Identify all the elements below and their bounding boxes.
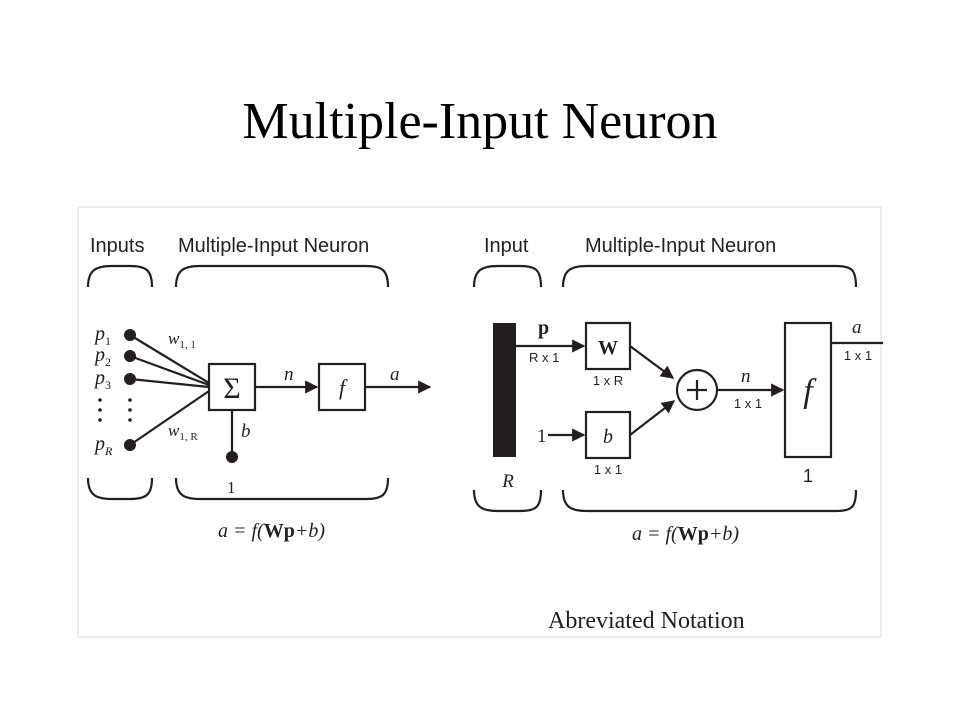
ellipsis-dot — [128, 398, 132, 402]
sum-symbol: Σ — [223, 372, 240, 405]
transfer-label-left: f — [339, 375, 348, 400]
input-bottom-brace — [472, 489, 543, 513]
input-line-r — [129, 390, 210, 446]
input-node-2 — [124, 350, 136, 362]
diagram-frame — [77, 206, 882, 638]
input-header: Input — [484, 235, 529, 257]
neuron-bottom-brace-right — [561, 489, 858, 513]
input-node-1 — [124, 329, 136, 341]
weight-matrix-label: W — [598, 337, 618, 359]
neuron-header-right: Multiple-Input Neuron — [585, 235, 776, 257]
weight-label-last: w1, R — [168, 421, 198, 443]
ellipsis-dot — [98, 418, 102, 422]
bias-node — [226, 451, 238, 463]
caption: Abreviated Notation — [548, 608, 745, 634]
weight-dim-label: 1 x R — [593, 373, 623, 388]
input-line-2 — [129, 354, 210, 387]
output-label-right: a — [852, 317, 862, 338]
output-dim-label: 1 x 1 — [844, 348, 872, 363]
net-label-right: n — [741, 366, 751, 387]
inputs-top-brace — [86, 264, 154, 288]
slide-title: Multiple-Input Neuron — [242, 93, 718, 150]
weight-to-sum-arrow — [629, 345, 675, 379]
input-dim-label: R x 1 — [529, 350, 559, 365]
input-vector-bar — [493, 323, 516, 457]
ellipsis-dot — [128, 408, 132, 412]
input-size-label: R — [501, 471, 514, 492]
bias-input-left: 1 — [227, 478, 236, 497]
input-label-2: p2 — [93, 344, 111, 369]
bias-dim-label: 1 x 1 — [594, 462, 622, 477]
bias-label-right: b — [603, 426, 613, 448]
input-node-3 — [124, 373, 136, 385]
input-label-1: p1 — [93, 323, 111, 348]
bias-label-left: b — [241, 421, 251, 442]
transfer-function-box-right — [783, 321, 833, 459]
net-label-left: n — [284, 364, 294, 385]
bias-input-right: 1 — [537, 426, 547, 447]
ellipsis-dot — [128, 418, 132, 422]
input-top-brace — [472, 264, 543, 288]
weight-label-first: w1, 1 — [168, 329, 196, 351]
equation-left: a = f(Wp+b) — [218, 520, 325, 542]
input-vector-label: p — [538, 317, 549, 339]
input-node-r — [124, 439, 136, 451]
transfer-size-label: 1 — [803, 466, 813, 486]
input-line-3 — [129, 377, 210, 389]
equation-right: a = f(Wp+b) — [632, 523, 739, 545]
neuron-header-left: Multiple-Input Neuron — [178, 235, 369, 257]
neuron-bottom-brace — [174, 477, 390, 501]
ellipsis-dot — [98, 398, 102, 402]
input-label-r: pR — [93, 433, 113, 458]
input-line-1 — [129, 334, 210, 384]
neuron-top-brace-right — [561, 264, 858, 288]
neuron-top-brace — [174, 264, 390, 288]
output-label-left: a — [390, 364, 400, 385]
ellipsis-dot — [98, 408, 102, 412]
net-dim-label: 1 x 1 — [734, 396, 762, 411]
bias-to-sum-arrow — [629, 400, 676, 436]
inputs-header: Inputs — [90, 235, 144, 257]
inputs-bottom-brace — [86, 477, 154, 501]
input-label-3: p3 — [93, 367, 111, 392]
